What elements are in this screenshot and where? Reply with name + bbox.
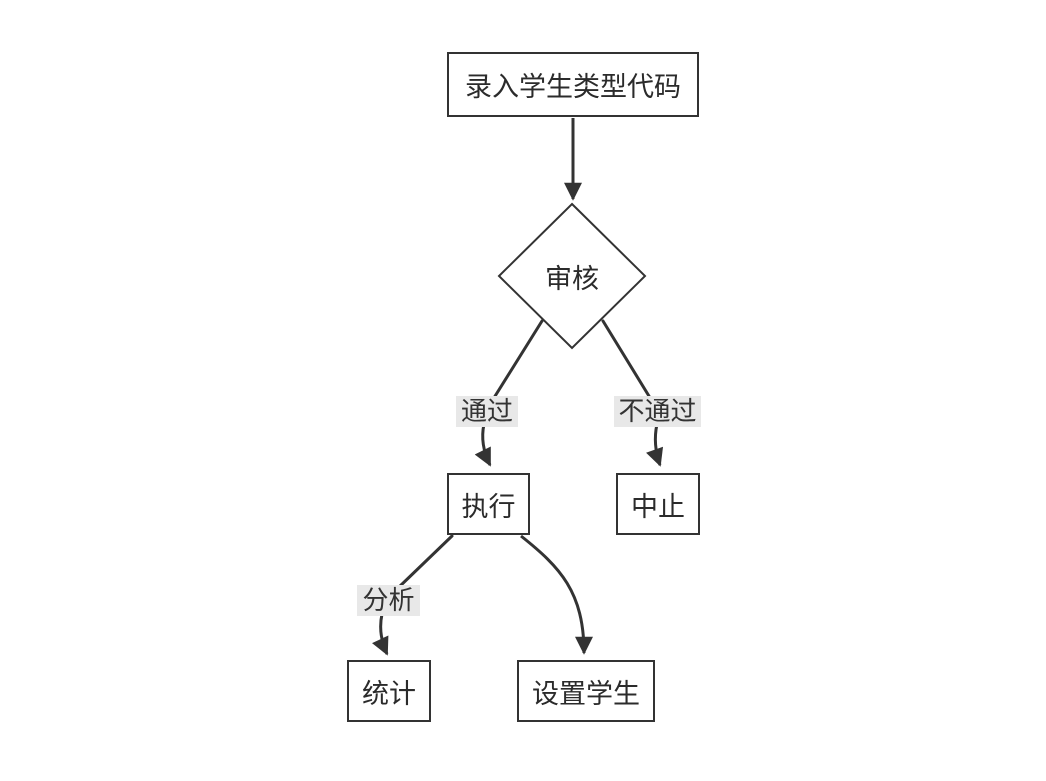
edge-review-pass-upper	[490, 319, 544, 403]
node-input-student-type-code: 录入学生类型代码	[447, 52, 699, 117]
edge-review-fail-lower	[646, 423, 664, 467]
edge-execute-analyze-lower	[372, 613, 389, 656]
edge-label-analyze: 分析	[357, 585, 420, 616]
review-diamond-shape	[497, 202, 647, 350]
edge-execute-analyze-upper	[396, 534, 454, 590]
edge-review-pass-lower	[474, 423, 492, 467]
node-review-decision: 审核	[545, 263, 599, 294]
edge-execute-set-student	[520, 534, 593, 655]
edge-label-pass: 通过	[456, 396, 518, 427]
node-abort: 中止	[616, 473, 700, 535]
node-set-student: 设置学生	[517, 660, 655, 722]
node-execute: 执行	[447, 473, 530, 535]
edge-label-fail: 不通过	[614, 396, 701, 427]
edge-review-fail-upper	[601, 319, 654, 403]
node-statistics: 统计	[347, 660, 431, 722]
